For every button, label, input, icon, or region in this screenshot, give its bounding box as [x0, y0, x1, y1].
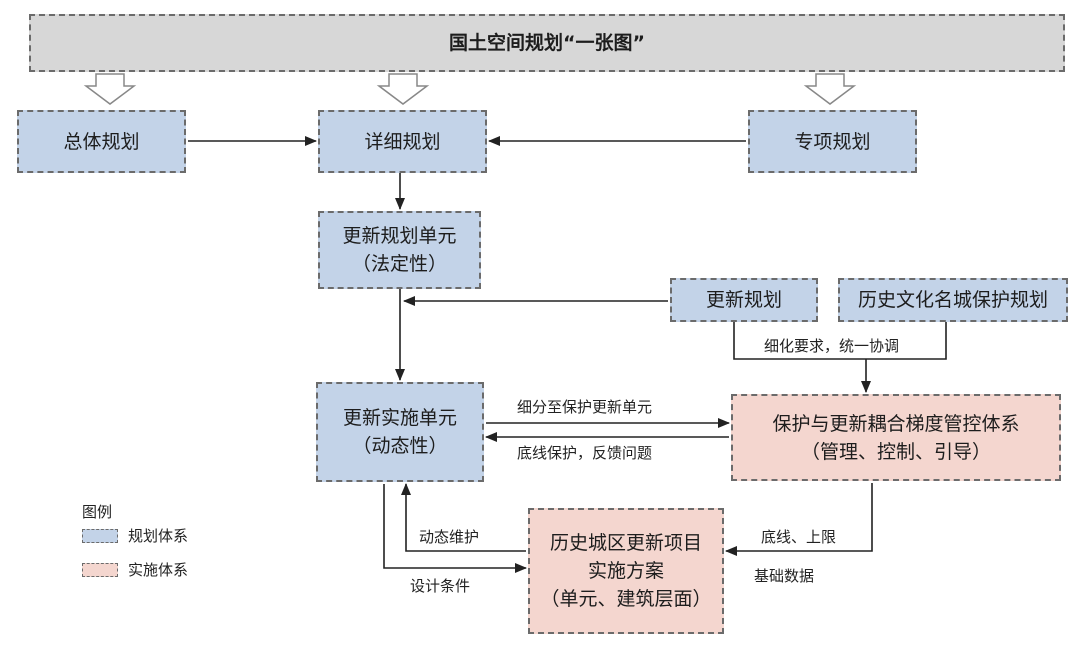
hollow-arrow-special [803, 73, 857, 105]
banner-text: 国土空间规划“一张图” [449, 32, 645, 54]
banner-one-map: 国土空间规划“一张图” [29, 14, 1065, 72]
edge-project-to-impl [401, 483, 526, 552]
edge-impl-to-project [383, 484, 527, 573]
edge-label-basedata: 基础数据 [754, 567, 815, 585]
legend-item-planning-label: 规划体系 [128, 527, 189, 545]
legend-title: 图例 [82, 503, 113, 521]
node-project-plan-line1: 历史城区更新项目 [549, 532, 702, 554]
hollow-arrow-detailed [376, 73, 430, 105]
node-impl-unit-line1: 更新实施单元 [342, 407, 457, 429]
legend-swatch-pink [82, 562, 118, 577]
node-impl-unit-line2: （动态性） [352, 435, 448, 457]
node-special-plan: 专项规划 [748, 110, 917, 173]
hollow-arrow-overall [83, 73, 137, 105]
legend-swatch-blue [82, 528, 118, 543]
node-special-plan-label: 专项规划 [794, 130, 871, 153]
node-update-plan-unit: 更新规划单元 （法定性） [318, 211, 481, 289]
node-project-plan-line2: 实施方案 [587, 560, 664, 582]
edge-label-feedback: 底线保护，反馈问题 [517, 444, 653, 462]
node-update-plan-unit-line1: 更新规划单元 [342, 225, 457, 247]
edge-control-to-project [725, 483, 873, 556]
node-detailed-plan: 详细规划 [318, 110, 487, 173]
node-control-system: 保护与更新耦合梯度管控体系 （管理、控制、引导） [731, 394, 1061, 481]
edge-label-dynamic: 动态维护 [419, 528, 480, 546]
edge-label-bottomline: 底线、上限 [761, 528, 837, 546]
node-heritage-plan-label: 历史文化名城保护规划 [857, 289, 1048, 311]
node-detailed-plan-label: 详细规划 [364, 130, 441, 153]
edge-label-subdivide: 细分至保护更新单元 [517, 398, 653, 416]
node-project-plan-line3: （单元、建筑层面） [540, 588, 712, 610]
edge-label-refine: 细化要求，统一协调 [764, 337, 900, 355]
node-update-plan: 更新规划 [670, 278, 818, 322]
node-project-plan: 历史城区更新项目 实施方案 （单元、建筑层面） [528, 508, 724, 634]
node-heritage-plan: 历史文化名城保护规划 [838, 278, 1068, 322]
legend-item-implementation: 实施体系 [82, 559, 188, 580]
edge-plans-merge [733, 322, 947, 360]
legend-item-implementation-label: 实施体系 [128, 561, 189, 579]
node-control-system-line1: 保护与更新耦合梯度管控体系 [772, 412, 1020, 435]
node-update-plan-label: 更新规划 [705, 289, 782, 311]
edge-label-design: 设计条件 [410, 577, 471, 595]
node-impl-unit: 更新实施单元 （动态性） [316, 382, 484, 482]
node-overall-plan-label: 总体规划 [63, 130, 140, 153]
node-control-system-line2: （管理、控制、引导） [800, 440, 991, 463]
node-update-plan-unit-line2: （法定性） [351, 253, 447, 275]
legend-item-planning: 规划体系 [82, 525, 188, 546]
node-overall-plan: 总体规划 [17, 110, 186, 173]
